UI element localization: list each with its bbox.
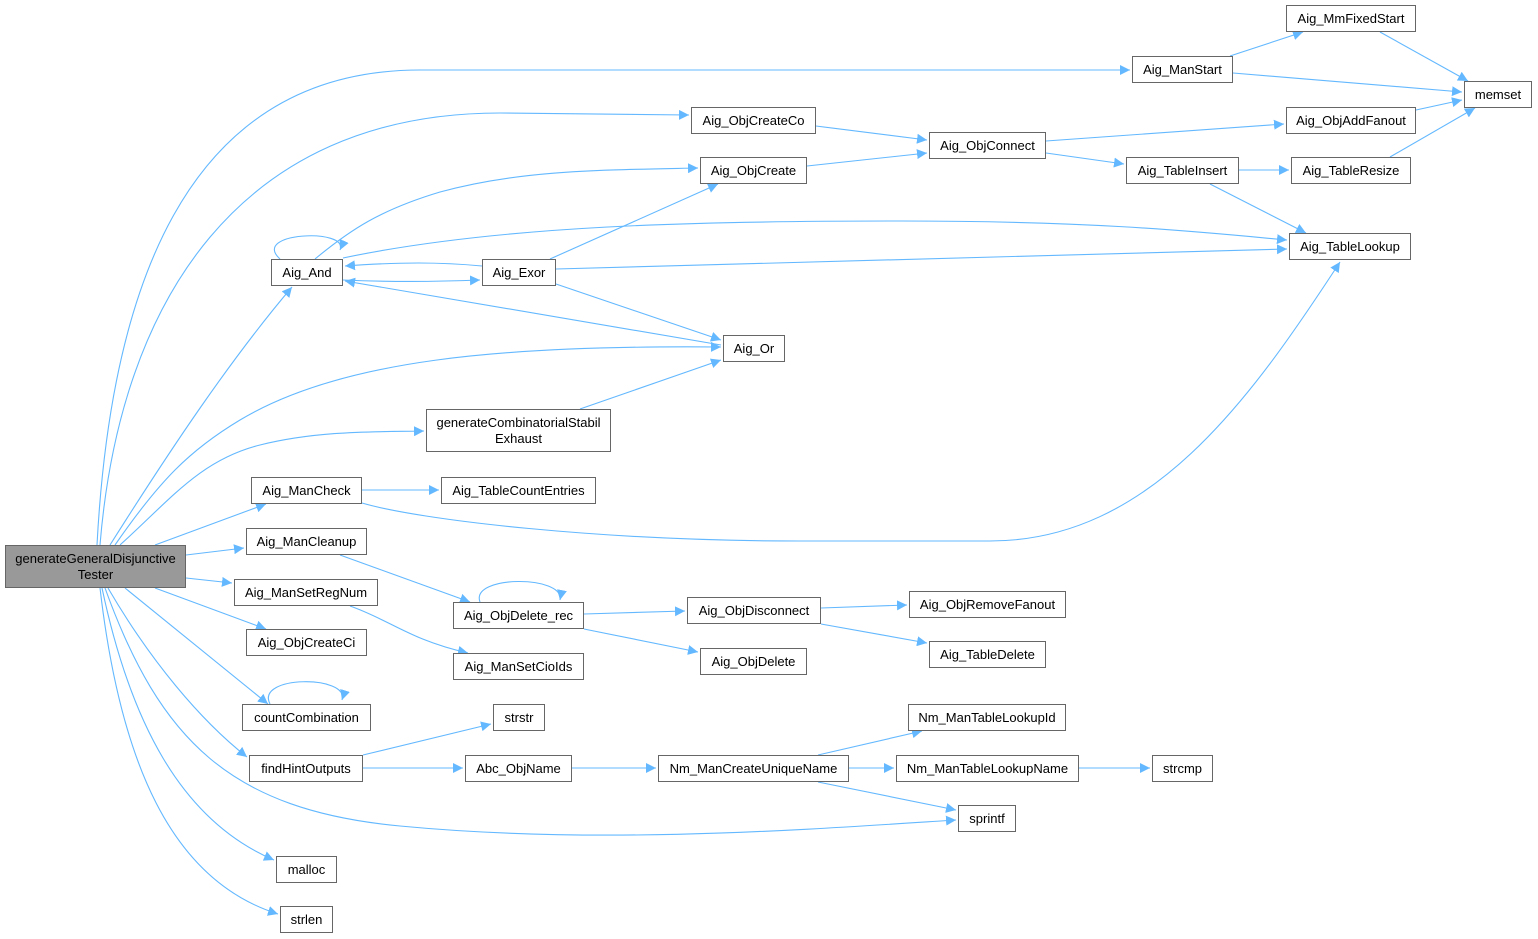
node-countcombination[interactable]: countCombination [242, 704, 371, 731]
node-aig-objdelete[interactable]: Aig_ObjDelete [700, 648, 807, 675]
edge-mmfixedstart-memset [1379, 31, 1469, 82]
node-root-generate-general-disjunctive-tester[interactable]: generateGeneralDisjunctive Tester [5, 545, 186, 588]
node-label: Tester [77, 566, 114, 582]
edge-mansetregnum-mansetcioids [349, 605, 469, 656]
node-aig-objremovefanout[interactable]: Aig_ObjRemoveFanout [909, 591, 1066, 618]
edge-objconnect-tableinsert [1045, 152, 1125, 168]
node-nm-mantablelookupid[interactable]: Nm_ManTableLookupId [908, 704, 1066, 731]
edge-root-aig-mancheck [154, 502, 267, 546]
edge-root-aig-manstart [96, 65, 1130, 546]
edge-objconnect-objaddfanout [1045, 119, 1285, 142]
edge-root-gen-comb [119, 426, 425, 546]
node-aig-objcreateco[interactable]: Aig_ObjCreateCo [691, 107, 816, 134]
edge-exor-and [344, 260, 483, 271]
edge-objdeleterec-self [478, 581, 567, 603]
node-aig-objaddfanout[interactable]: Aig_ObjAddFanout [1286, 107, 1416, 134]
node-aig-tablecountentries[interactable]: Aig_TableCountEntries [441, 477, 596, 504]
edge-and-exor [342, 275, 481, 286]
node-findhintoutputs[interactable]: findHintOutputs [249, 755, 363, 782]
edge-mancleanup-objdelete-rec [339, 554, 471, 604]
edge-objdisconnect-objremovefanout [820, 600, 908, 611]
edge-root-aig-and [109, 286, 293, 546]
edge-exor-tablelookup [555, 244, 1288, 270]
edge-nmcreate-lookupid [817, 728, 923, 756]
node-aig-tableresize[interactable]: Aig_TableResize [1291, 157, 1411, 184]
node-aig-manstart[interactable]: Aig_ManStart [1132, 56, 1233, 83]
edge-or-and [344, 277, 722, 346]
node-aig-and[interactable]: Aig_And [271, 259, 343, 286]
edge-root-sprintf [104, 587, 957, 836]
node-label: generateGeneralDisjunctive [15, 550, 176, 566]
node-aig-exor[interactable]: Aig_Exor [482, 259, 556, 286]
node-aig-tablelookup[interactable]: Aig_TableLookup [1289, 233, 1411, 260]
node-strcmp[interactable]: strcmp [1152, 755, 1213, 782]
node-nm-mancreateuniquename[interactable]: Nm_ManCreateUniqueName [658, 755, 849, 782]
edge-root-aig-objcreateco [99, 109, 690, 546]
node-sprintf[interactable]: sprintf [958, 805, 1016, 832]
edge-and-objcreate [314, 163, 699, 260]
node-aig-or[interactable]: Aig_Or [723, 335, 785, 362]
edge-root-aig-mancleanup [185, 544, 245, 556]
edge-root-aig-objcreateci [154, 587, 267, 631]
node-aig-tableinsert[interactable]: Aig_TableInsert [1126, 157, 1239, 184]
node-strstr[interactable]: strstr [493, 704, 545, 731]
node-aig-objconnect[interactable]: Aig_ObjConnect [929, 132, 1046, 159]
node-aig-mansetregnum[interactable]: Aig_ManSetRegNum [234, 579, 378, 606]
node-aig-objdisconnect[interactable]: Aig_ObjDisconnect [687, 597, 821, 624]
node-abc-objname[interactable]: Abc_ObjName [465, 755, 572, 782]
edge-and-tablelookup [342, 220, 1288, 259]
edge-root-aig-or [114, 341, 722, 546]
edge-exor-objcreate [549, 183, 719, 260]
edge-objcreateco-objconnect [815, 125, 928, 144]
edge-objdeleterec-objdisconnect [583, 606, 686, 617]
node-memset[interactable]: memset [1464, 81, 1532, 108]
node-nm-mantablelookupname[interactable]: Nm_ManTableLookupName [896, 755, 1079, 782]
edge-root-malloc [101, 587, 275, 861]
edge-mancheck-tablelookup [361, 261, 1341, 542]
node-aig-mmfixedstart[interactable]: Aig_MmFixedStart [1286, 5, 1416, 32]
edge-objcreate-objconnect [806, 149, 928, 167]
node-aig-mancheck[interactable]: Aig_ManCheck [251, 477, 362, 504]
node-aig-mansetcioids[interactable]: Aig_ManSetCioIds [453, 653, 584, 680]
edge-tableresize-memset [1389, 107, 1476, 158]
edge-countcombination-self [267, 681, 350, 705]
edge-root-strlen [99, 587, 279, 916]
edge-root-aig-mansetregnum [185, 576, 233, 587]
node-aig-objcreateci[interactable]: Aig_ObjCreateCi [246, 629, 367, 656]
edge-root-findhintoutputs [107, 587, 248, 758]
node-aig-objdelete-rec[interactable]: Aig_ObjDelete_rec [453, 602, 584, 629]
edge-manstart-mmfixedstart [1229, 30, 1304, 57]
node-label: generateCombinatorialStabil [436, 414, 601, 430]
edge-nmcreate-sprintf [817, 781, 957, 813]
edge-findhint-strstr [362, 721, 492, 756]
node-malloc[interactable]: malloc [276, 856, 337, 883]
edge-and-self [273, 235, 349, 260]
node-aig-mancleanup[interactable]: Aig_ManCleanup [246, 528, 367, 555]
node-strlen[interactable]: strlen [280, 906, 333, 933]
edge-exor-or [555, 283, 722, 342]
edge-manstart-memset [1232, 72, 1463, 97]
edge-gencomb-or [579, 358, 722, 410]
node-generate-combinatorial-stabil-exhaust[interactable]: generateCombinatorialStabil Exhaust [426, 409, 611, 452]
edge-objdeleterec-objdelete [583, 628, 699, 655]
edge-objaddfanout-memset [1415, 97, 1463, 111]
node-label: Exhaust [495, 430, 542, 446]
edge-tableinsert-tablelookup [1209, 183, 1307, 234]
edge-root-countcombination [124, 587, 269, 705]
edge-objdisconnect-tabledelete [820, 623, 928, 647]
node-aig-tabledelete[interactable]: Aig_TableDelete [929, 641, 1046, 668]
node-aig-objcreate[interactable]: Aig_ObjCreate [700, 157, 807, 184]
